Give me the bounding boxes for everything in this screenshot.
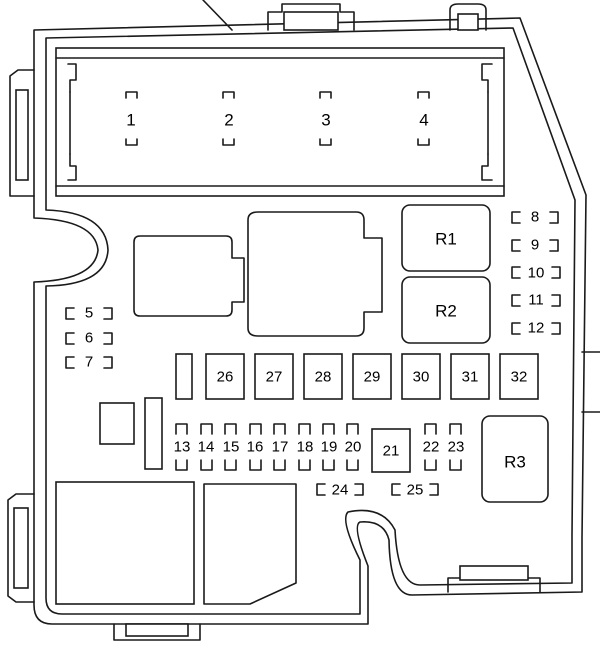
fuse-20-label: 20 xyxy=(345,439,362,456)
left-tab-top xyxy=(9,69,35,197)
fuse-9-label: 9 xyxy=(531,237,539,254)
fuse-26-label: 26 xyxy=(217,369,234,386)
spare-square-slot xyxy=(99,402,135,445)
big-fuse-3-label: 3 xyxy=(321,111,330,130)
bottom-tab-left xyxy=(113,623,201,641)
big-fuse-1[interactable]: 1 xyxy=(125,91,138,146)
relay-r3-label: R3 xyxy=(504,453,526,472)
fuse-28[interactable]: 28 xyxy=(303,353,343,400)
fuse-28-label: 28 xyxy=(315,369,332,386)
unlabeled-relay-right xyxy=(247,211,383,337)
large-fuse-clip-br xyxy=(481,153,493,181)
fuse-10[interactable]: 10 xyxy=(511,265,561,282)
top-tab-1 xyxy=(267,3,355,31)
fuse-27-label: 27 xyxy=(266,369,283,386)
left-tab-top-slot xyxy=(15,89,29,181)
fuse-32[interactable]: 32 xyxy=(499,353,539,400)
fuse-17-label: 17 xyxy=(272,439,289,456)
fuse-13[interactable]: 13 xyxy=(174,423,191,471)
relay-r1-label: R1 xyxy=(435,230,457,249)
top-tab-1-hole xyxy=(283,11,339,31)
fuse-17[interactable]: 17 xyxy=(272,423,289,471)
bottom-block-right xyxy=(203,483,297,605)
top-tab-2-hole xyxy=(457,13,479,31)
fuse-11[interactable]: 11 xyxy=(511,292,561,309)
fuse-24-label: 24 xyxy=(332,482,349,499)
bottom-tab-right-slot xyxy=(459,565,529,581)
fuse-22[interactable]: 22 xyxy=(423,423,440,471)
fuse-25[interactable]: 25 xyxy=(391,482,439,499)
big-fuse-4-label: 4 xyxy=(419,111,428,130)
fuse-30-label: 30 xyxy=(413,369,430,386)
fuse-25-label: 25 xyxy=(407,482,424,499)
unlabeled-relay-left xyxy=(133,235,245,317)
fuse-21[interactable]: 21 xyxy=(371,428,411,473)
fuse-7[interactable]: 7 xyxy=(65,354,113,371)
large-fuse-block-inner xyxy=(55,57,505,187)
fuse-18-label: 18 xyxy=(297,439,314,456)
fuse-13-label: 13 xyxy=(174,439,191,456)
fuse-14-label: 14 xyxy=(198,439,215,456)
top-tab-2 xyxy=(449,3,487,31)
fuse-15[interactable]: 15 xyxy=(223,423,240,471)
spare-slot xyxy=(175,353,193,400)
fuse-20[interactable]: 20 xyxy=(345,423,362,471)
relay-r2-label: R2 xyxy=(435,302,457,321)
bottom-tab-left-slot xyxy=(125,623,189,637)
fuse-22-label: 22 xyxy=(423,439,440,456)
fuse-6-label: 6 xyxy=(85,330,93,347)
relay-r1[interactable]: R1 xyxy=(401,204,491,272)
relay-r2[interactable]: R2 xyxy=(401,276,491,344)
large-fuse-clip-tl xyxy=(67,63,77,93)
big-fuse-3[interactable]: 3 xyxy=(319,91,332,146)
big-fuse-4[interactable]: 4 xyxy=(417,91,430,146)
fuse-31-label: 31 xyxy=(462,369,479,386)
fuse-15-label: 15 xyxy=(223,439,240,456)
fuse-32-label: 32 xyxy=(511,369,528,386)
fuse-7-label: 7 xyxy=(85,354,93,371)
fuse-27[interactable]: 27 xyxy=(254,353,294,400)
fuse-18[interactable]: 18 xyxy=(297,423,314,471)
fuse-21-label: 21 xyxy=(383,443,400,460)
housing-inner-outline xyxy=(33,17,587,625)
housing-outline xyxy=(45,27,576,615)
fuse-5-label: 5 xyxy=(85,305,93,322)
large-fuse-clip-bl xyxy=(67,153,77,181)
big-fuse-1-label: 1 xyxy=(126,111,135,130)
fuse-5[interactable]: 5 xyxy=(65,305,113,322)
fuse-6[interactable]: 6 xyxy=(65,330,113,347)
fuse-9[interactable]: 9 xyxy=(511,237,559,254)
fuse-11-label: 11 xyxy=(528,292,544,309)
fuse-8-label: 8 xyxy=(531,209,539,226)
fuse-10-label: 10 xyxy=(528,265,545,282)
left-tab-bottom xyxy=(7,493,35,603)
relay-r3[interactable]: R3 xyxy=(481,415,549,503)
fuse-12-label: 12 xyxy=(528,320,545,337)
fuse-16-label: 16 xyxy=(247,439,264,456)
fuse-24[interactable]: 24 xyxy=(316,482,364,499)
fuse-12[interactable]: 12 xyxy=(511,320,561,337)
fuse-23-label: 23 xyxy=(448,439,465,456)
fuse-30[interactable]: 30 xyxy=(401,353,441,400)
right-tab xyxy=(581,351,600,413)
fuse-19-label: 19 xyxy=(321,439,338,456)
fuse-8[interactable]: 8 xyxy=(511,209,559,226)
fuse-19[interactable]: 19 xyxy=(321,423,338,471)
fuse-29-label: 29 xyxy=(364,369,381,386)
spare-tall-slot xyxy=(144,397,163,470)
bottom-block-left xyxy=(55,481,195,605)
fuse-23[interactable]: 23 xyxy=(448,423,465,471)
fuse-31[interactable]: 31 xyxy=(450,353,490,400)
left-tab-bottom-slot xyxy=(13,507,29,589)
large-fuse-block xyxy=(55,47,505,197)
big-fuse-2-label: 2 xyxy=(224,111,233,130)
fuse-29[interactable]: 29 xyxy=(352,353,392,400)
fuse-14[interactable]: 14 xyxy=(198,423,215,471)
fuse-16[interactable]: 16 xyxy=(247,423,264,471)
big-fuse-2[interactable]: 2 xyxy=(222,91,235,146)
fuse-26[interactable]: 26 xyxy=(205,353,245,400)
large-fuse-clip-tr xyxy=(481,63,493,93)
